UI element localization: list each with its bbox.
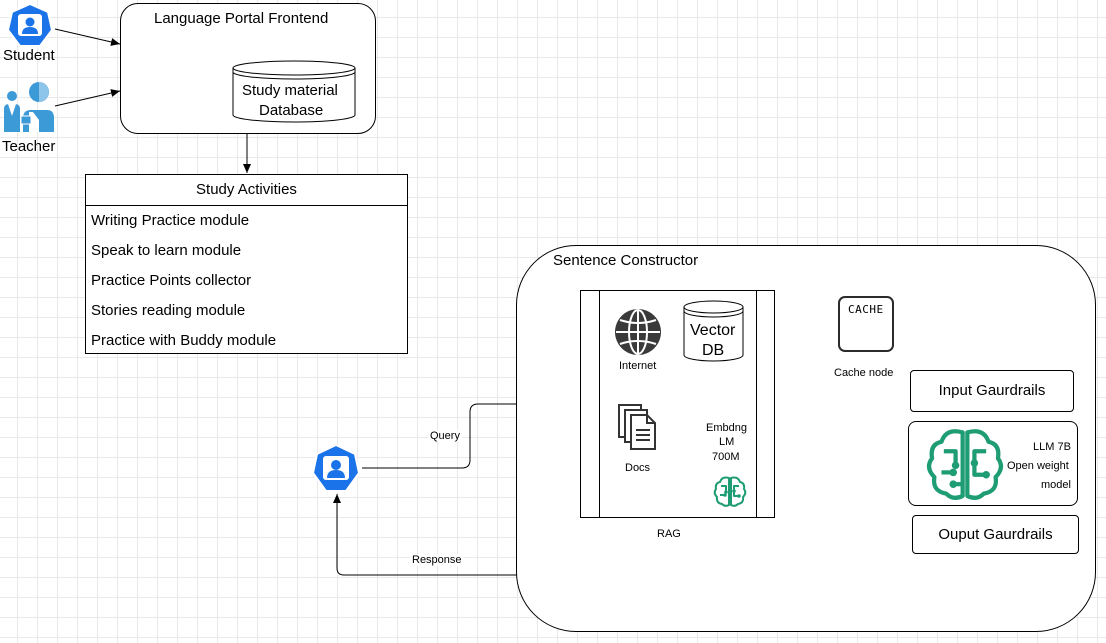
output-guardrails-label: Ouput Gaurdrails (938, 526, 1053, 543)
cache-icon-text: CACHE (848, 303, 884, 316)
embedding-label-line2: LM (719, 436, 735, 448)
input-guardrails: Input Gaurdrails (910, 370, 1074, 412)
output-guardrails: Ouput Gaurdrails (912, 515, 1079, 554)
llm-label-line2: Open weight (1007, 460, 1069, 472)
user-icon (311, 443, 361, 494)
activity-item: Writing Practice module (91, 212, 250, 229)
portal-title: Language Portal Frontend (154, 10, 329, 27)
docs-label: Docs (625, 462, 651, 474)
edge-teacher-portal (54, 89, 121, 107)
activity-item: Speak to learn module (91, 242, 242, 259)
vector-db-label-line1: Vector (690, 322, 736, 339)
llm-label-line3: model (1041, 479, 1071, 491)
study-material-database: Study material Database (232, 60, 356, 123)
llm-label-line1: LLM 7B (1033, 441, 1071, 453)
rag-label: RAG (657, 528, 681, 540)
database-label-line1: Study material (242, 82, 338, 99)
query-edge-label: Query (428, 430, 462, 442)
sentence-constructor-title: Sentence Constructor (553, 252, 699, 269)
response-edge-label: Response (410, 554, 464, 566)
teacher-icon (3, 82, 55, 134)
embedding-label-line1: Embdng (706, 422, 747, 434)
student-icon (6, 2, 54, 49)
edge-query (362, 400, 580, 469)
globe-icon (613, 307, 663, 357)
internet-label: Internet (619, 360, 657, 372)
teacher-label: Teacher (2, 138, 56, 155)
edge-student-portal (54, 28, 121, 46)
input-guardrails-label: Input Gaurdrails (938, 382, 1046, 399)
llm-brain-icon (925, 423, 1005, 503)
rag-right-divider (756, 291, 757, 517)
activity-item: Practice with Buddy module (91, 332, 277, 349)
embedding-label-line3: 700M (712, 451, 740, 463)
student-label: Student (3, 47, 55, 64)
database-label-line2: Database (259, 102, 324, 119)
vector-db-label-line2: DB (702, 342, 725, 359)
activity-item: Practice Points collector (91, 272, 252, 289)
activity-item: Stories reading module (91, 302, 246, 319)
embedding-brain-icon (713, 474, 747, 508)
study-activities-title: Study Activities (86, 175, 407, 206)
cache-node: CACHE (838, 296, 894, 352)
rag-left-divider (599, 291, 600, 517)
study-activities-list: Study Activities Writing Practice module… (85, 174, 408, 354)
docs-icon (617, 403, 659, 451)
cache-node-label: Cache node (834, 367, 894, 379)
vector-db: Vector DB (683, 300, 744, 362)
